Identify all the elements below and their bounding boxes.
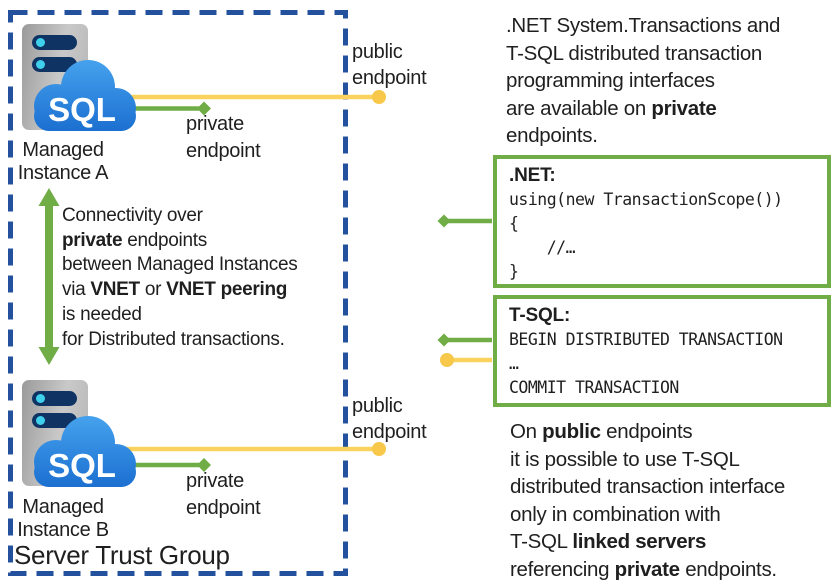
public-endpoint-label-a: public endpoint [352, 41, 427, 89]
sql-cloud-icon-b: SQL [34, 416, 136, 487]
server-slot-icon [32, 57, 77, 72]
tsql-code-title: T-SQL: [509, 305, 571, 326]
dotnet-code-title: .NET: [509, 165, 556, 186]
sql-cloud-icon-a: SQL [34, 60, 136, 131]
public-endpoint-dot-a [372, 90, 386, 104]
dotnet-box-connector-diamond [437, 214, 451, 228]
server-trust-group-border [8, 10, 348, 576]
server-slot-icon [32, 413, 77, 428]
private-endpoint-diamond-b [197, 458, 211, 472]
dotnet-code: using(new TransactionScope()) { //… } [509, 190, 783, 281]
public-endpoint-dot-b [372, 442, 386, 456]
connectivity-arrow-up-icon [38, 188, 60, 206]
instance-b-label: Managed Instance B [17, 496, 109, 541]
private-endpoint-diamond-a [197, 101, 211, 116]
server-led-icon [36, 38, 45, 47]
tsql-box-connector-diamond [437, 333, 451, 347]
server-slot-icon [32, 391, 77, 406]
server-led-icon [36, 60, 45, 69]
connectivity-arrow-down-icon [38, 347, 60, 365]
server-trust-group-title: Server Trust Group [14, 540, 230, 570]
instance-a-label: Managed Instance A [17, 139, 109, 184]
tsql-box-connector-dot [440, 353, 454, 367]
sql-logo-text: SQL [48, 447, 116, 484]
public-endpoint-label-b: public endpoint [352, 395, 427, 443]
private-endpoint-label-a: private endpoint [186, 113, 261, 162]
server-led-icon [36, 416, 45, 425]
private-endpoint-label-b: private endpoint [186, 470, 261, 519]
server-led-icon [36, 394, 45, 403]
dotnet-code-box: .NET: using(new TransactionScope()) { //… [493, 155, 831, 288]
tsql-code-box: T-SQL: BEGIN DISTRIBUTED TRANSACTION … C… [493, 295, 831, 407]
sql-logo-text: SQL [48, 91, 116, 128]
server-slot-icon [32, 35, 77, 50]
tsql-code: BEGIN DISTRIBUTED TRANSACTION … COMMIT T… [509, 330, 783, 397]
